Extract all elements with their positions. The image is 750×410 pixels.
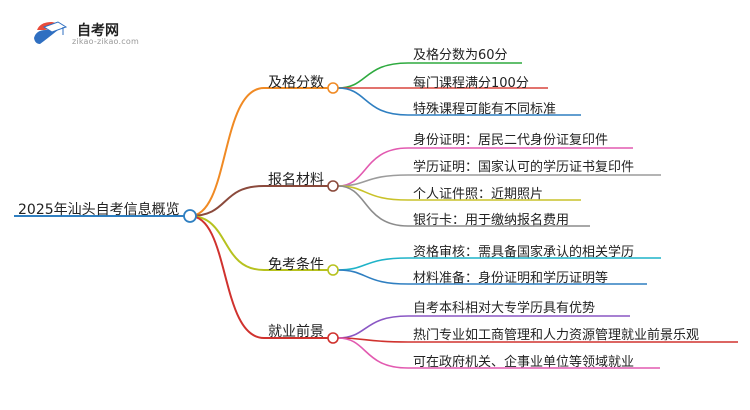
root-to-branch-connector [189,215,265,339]
root-node-label: 2025年汕头自考信息概览 [18,202,180,218]
branch-to-leaf-connector [337,257,409,271]
root-to-branch-connector [189,185,265,217]
leaf-label: 身份证明：居民二代身份证复印件 [413,133,609,148]
branch-node-circle [327,332,339,344]
branch-node-circle [327,180,339,192]
leaf-label: 自考本科相对大专学历具有优势 [413,301,596,316]
leaf-label: 及格分数为60分 [413,48,508,63]
branch-to-leaf-connector [337,185,409,227]
leaf-label: 特殊课程可能有不同标准 [413,102,557,117]
root-to-branch-connector [189,215,265,271]
branch-node-circle [327,264,339,276]
leaf-label: 可在政府机关、企事业单位等领域就业 [413,355,635,370]
branch-to-leaf-connector [337,315,409,339]
leaf-label: 材料准备：身份证明和学历证明等 [413,271,609,286]
leaf-label: 每门课程满分100分 [413,76,529,91]
logo-title: 自考网 [77,23,119,39]
branch-label-pass-score: 及格分数 [268,75,324,91]
branch-to-leaf-connector [337,337,409,369]
branch-to-leaf-connector [337,62,409,89]
branch-to-leaf-connector [337,147,409,187]
leaf-label: 个人证件照：近期照片 [413,187,544,202]
root-node-circle [183,209,197,223]
branch-to-leaf-connector [337,269,409,285]
leaf-label: 银行卡：用于缴纳报名费用 [413,213,570,228]
branch-label-registration-materials: 报名材料 [268,172,324,188]
graduation-cap-icon [34,21,68,44]
leaf-label: 热门专业如工商管理和人力资源管理就业前景乐观 [413,328,700,343]
branch-label-employment-prospects: 就业前景 [268,324,324,340]
branch-label-exemption-conditions: 免考条件 [268,257,324,273]
branch-node-circle [327,82,339,94]
leaf-label: 学历证明：国家认可的学历证书复印件 [413,160,635,175]
root-to-branch-connector [189,87,265,217]
leaf-label: 资格审核：需具备国家承认的相关学历 [413,245,635,260]
logo-subtitle: zikao-zikao.com [72,37,139,46]
branch-to-leaf-connector [337,87,409,116]
